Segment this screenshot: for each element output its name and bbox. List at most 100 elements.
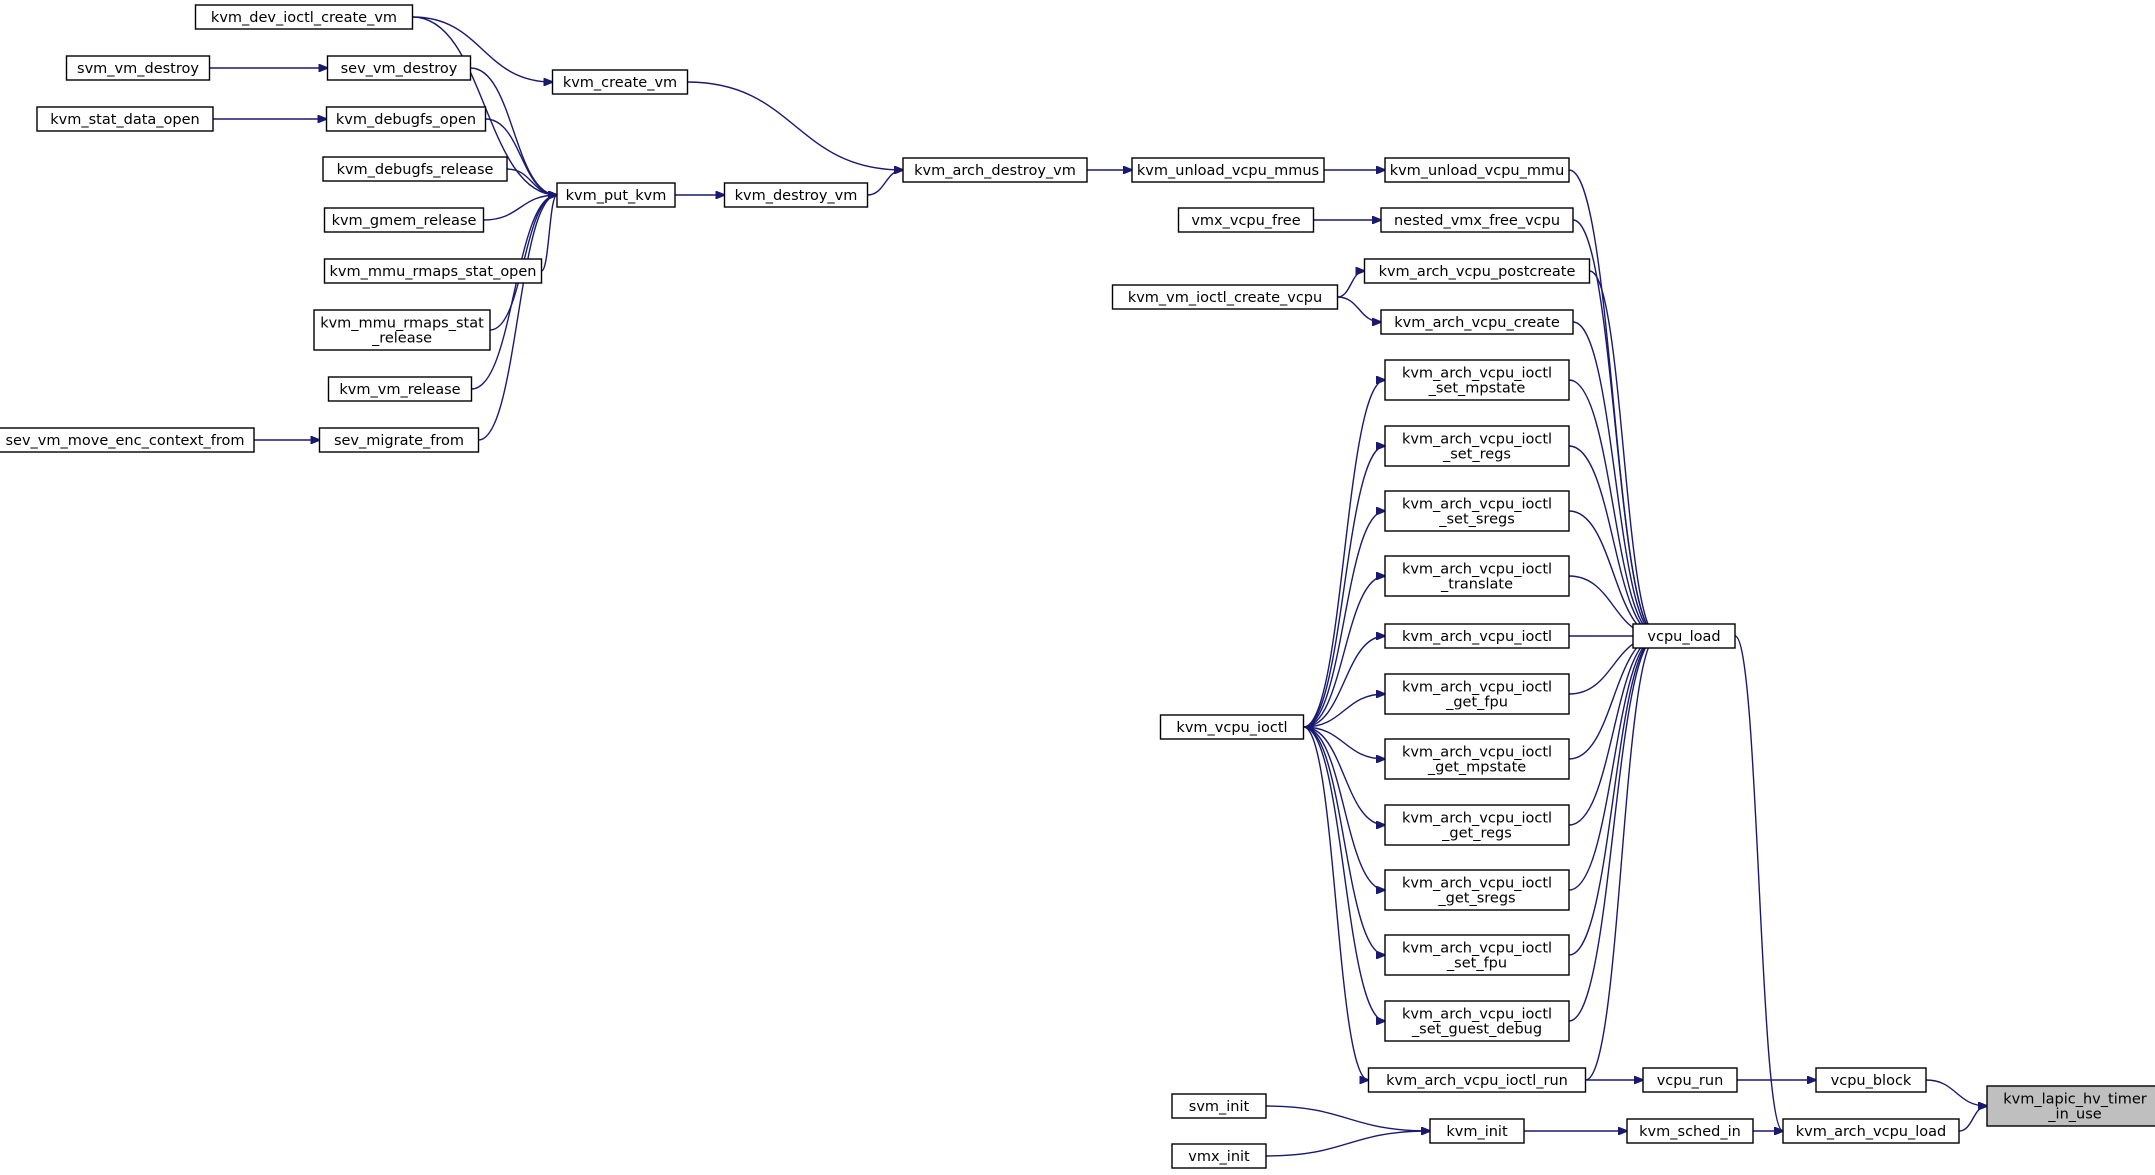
node-kvm-debugfs-open[interactable]: kvm_debugfs_open: [325, 106, 487, 132]
node-label: sev_vm_move_enc_context_from: [6, 433, 245, 449]
node-kvm-arch-vcpu-load[interactable]: kvm_arch_vcpu_load: [1782, 1118, 1960, 1144]
edge-kvm-arch-vcpu-create-to-vcpu-load: [1572, 321, 1658, 636]
node-label: kvm_vcpu_ioctl: [1176, 720, 1287, 736]
node-sev-vm-move-enc-context-from[interactable]: sev_vm_move_enc_context_from: [0, 427, 255, 453]
node-box: [1626, 1118, 1754, 1144]
node-kvm-lapic-hv-timer-in-use[interactable]: kvm_lapic_hv_timer_in_use: [1986, 1085, 2155, 1127]
node-set-mpstate[interactable]: kvm_arch_vcpu_ioctl_set_mpstate: [1384, 359, 1570, 401]
node-nested-vmx-free-vcpu[interactable]: nested_vmx_free_vcpu: [1380, 207, 1574, 233]
node-kvm-arch-vcpu-create[interactable]: kvm_arch_vcpu_create: [1380, 309, 1574, 335]
edge-set-fpu-to-vcpu-load: [1568, 636, 1658, 956]
node-vcpu-run[interactable]: vcpu_run: [1642, 1067, 1738, 1093]
node-box: [323, 207, 485, 233]
node-kvm-mmu-rmaps-stat-release[interactable]: kvm_mmu_rmaps_stat_release: [313, 309, 491, 351]
node-label: svm_vm_destroy: [77, 61, 199, 77]
node-kvm-sched-in[interactable]: kvm_sched_in: [1626, 1118, 1754, 1144]
node-label: kvm_mmu_rmaps_stat: [320, 316, 484, 332]
node-label: kvm_arch_vcpu_ioctl: [1402, 366, 1552, 382]
node-label: kvm_arch_vcpu_load: [1796, 1124, 1946, 1140]
node-kvm-debugfs-release[interactable]: kvm_debugfs_release: [322, 156, 508, 182]
edge-set-sregs-to-vcpu-load: [1568, 510, 1658, 636]
node-kvm-mmu-rmaps-stat-open[interactable]: kvm_mmu_rmaps_stat_open: [323, 258, 543, 284]
edge-set-regs-to-vcpu-load: [1568, 445, 1658, 636]
node-kvm-arch-vcpu-ioctl-run[interactable]: kvm_arch_vcpu_ioctl_run: [1367, 1067, 1587, 1093]
node-kvm-arch-destroy-vm[interactable]: kvm_arch_destroy_vm: [902, 157, 1088, 183]
edge-vcpu-block-to-kvm-lapic-hv-timer-in-use: [1925, 1079, 1987, 1106]
node-kvm-stat-data-open[interactable]: kvm_stat_data_open: [36, 106, 214, 132]
node-box: [1384, 623, 1570, 649]
node-kvm-arch-vcpu-postcreate[interactable]: kvm_arch_vcpu_postcreate: [1363, 258, 1591, 284]
node-set-guest-debug[interactable]: kvm_arch_vcpu_ioctl_set_guest_debug: [1384, 1000, 1570, 1042]
node-box: [1384, 157, 1570, 183]
edge-kvm-debugfs-open-to-kvm-put-kvm: [485, 118, 558, 195]
node-translate[interactable]: kvm_arch_vcpu_ioctl_translate: [1384, 555, 1570, 597]
node-box: [65, 55, 211, 81]
node-label: _get_regs: [1441, 826, 1512, 842]
node-vmx-vcpu-free[interactable]: vmx_vcpu_free: [1177, 207, 1315, 233]
node-label: vcpu_run: [1657, 1073, 1724, 1089]
edge-kvm-gmem-release-to-kvm-put-kvm: [483, 195, 558, 221]
node-vmx-init[interactable]: vmx_init: [1171, 1143, 1267, 1169]
node-kvm-vm-release[interactable]: kvm_vm_release: [327, 376, 473, 402]
edge-kvm-dev-ioctl-create-vm-to-kvm-put-kvm: [412, 16, 558, 195]
node-label: kvm_unload_vcpu_mmus: [1137, 163, 1319, 179]
node-box: [1384, 673, 1570, 715]
node-label: _translate: [1440, 577, 1513, 593]
node-sev-vm-destroy[interactable]: sev_vm_destroy: [326, 55, 472, 81]
node-vcpu-load[interactable]: vcpu_load: [1632, 623, 1736, 649]
node-get-regs[interactable]: kvm_arch_vcpu_ioctl_get_regs: [1384, 804, 1570, 846]
node-box: [1177, 207, 1315, 233]
node-set-sregs[interactable]: kvm_arch_vcpu_ioctl_set_sregs: [1384, 490, 1570, 532]
node-sev-migrate-from[interactable]: sev_migrate_from: [318, 427, 480, 453]
node-box: [1171, 1093, 1267, 1119]
node-kvm-gmem-release[interactable]: kvm_gmem_release: [323, 207, 485, 233]
node-label: kvm_vm_release: [339, 382, 460, 398]
node-box: [0, 427, 255, 453]
node-get-mpstate[interactable]: kvm_arch_vcpu_ioctl_get_mpstate: [1384, 738, 1570, 780]
node-kvm-vm-ioctl-create-vcpu[interactable]: kvm_vm_ioctl_create_vcpu: [1111, 284, 1339, 310]
node-get-sregs[interactable]: kvm_arch_vcpu_ioctl_get_sregs: [1384, 869, 1570, 911]
node-label: kvm_init: [1446, 1124, 1508, 1140]
node-box: [556, 182, 676, 208]
node-kvm-init[interactable]: kvm_init: [1429, 1118, 1525, 1144]
node-label: kvm_arch_vcpu_ioctl: [1402, 745, 1552, 761]
node-box: [1632, 623, 1736, 649]
node-label: kvm_arch_destroy_vm: [914, 163, 1076, 179]
node-kvm-dev-ioctl-create-vm[interactable]: kvm_dev_ioctl_create_vm: [194, 4, 414, 30]
edge-kvm-destroy-vm-to-kvm-arch-destroy-vm: [867, 170, 904, 196]
node-kvm-put-kvm[interactable]: kvm_put_kvm: [556, 182, 676, 208]
node-vcpu-block[interactable]: vcpu_block: [1815, 1067, 1927, 1093]
node-kvm-unload-vcpu-mmus[interactable]: kvm_unload_vcpu_mmus: [1131, 157, 1325, 183]
node-label: kvm_sched_in: [1639, 1124, 1741, 1140]
edge-svm-init-to-kvm-init: [1265, 1105, 1430, 1131]
edge-kvm-vm-ioctl-create-vcpu-to-kvm-arch-vcpu-postcreate: [1337, 271, 1365, 298]
node-label: kvm_arch_vcpu_create: [1394, 315, 1560, 331]
node-box: [325, 106, 487, 132]
node-kvm-create-vm[interactable]: kvm_create_vm: [551, 69, 689, 95]
node-set-fpu[interactable]: kvm_arch_vcpu_ioctl_set_fpu: [1384, 934, 1570, 976]
node-box: [323, 258, 543, 284]
node-kvm-unload-vcpu-mmu[interactable]: kvm_unload_vcpu_mmu: [1384, 157, 1570, 183]
edge-set-mpstate-to-vcpu-load: [1568, 379, 1658, 636]
node-box: [322, 156, 508, 182]
node-set-regs[interactable]: kvm_arch_vcpu_ioctl_set_regs: [1384, 425, 1570, 467]
edge-set-guest-debug-to-vcpu-load: [1568, 636, 1658, 1022]
node-svm-init[interactable]: svm_init: [1171, 1093, 1267, 1119]
edge-get-mpstate-to-vcpu-load: [1568, 636, 1658, 760]
edge-kvm-debugfs-release-to-kvm-put-kvm: [506, 168, 557, 195]
node-svm-vm-destroy[interactable]: svm_vm_destroy: [65, 55, 211, 81]
node-label: kvm_arch_vcpu_ioctl: [1402, 432, 1552, 448]
node-box: [318, 427, 480, 453]
node-kvm-arch-vcpu-ioctl[interactable]: kvm_arch_vcpu_ioctl: [1384, 623, 1570, 649]
node-get-fpu[interactable]: kvm_arch_vcpu_ioctl_get_fpu: [1384, 673, 1570, 715]
node-kvm-vcpu-ioctl[interactable]: kvm_vcpu_ioctl: [1159, 714, 1305, 740]
node-label: _in_use: [2047, 1107, 2101, 1123]
node-box: [1384, 804, 1570, 846]
node-box: [1380, 309, 1574, 335]
node-box: [723, 182, 869, 208]
node-box: [1171, 1143, 1267, 1169]
node-kvm-destroy-vm[interactable]: kvm_destroy_vm: [723, 182, 869, 208]
node-label: kvm_arch_vcpu_ioctl: [1402, 629, 1552, 645]
node-box: [1363, 258, 1591, 284]
node-label: vmx_init: [1188, 1149, 1250, 1165]
